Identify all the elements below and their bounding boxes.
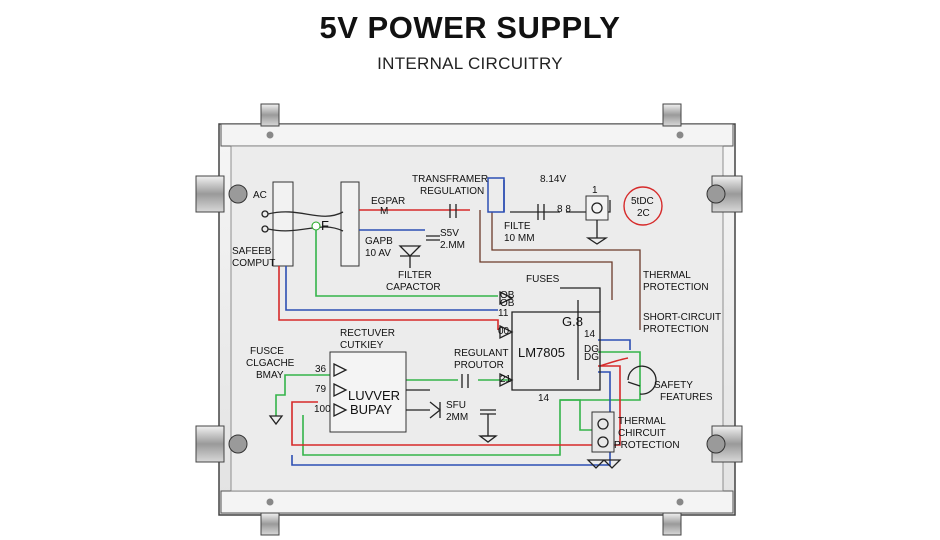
label-regulant: REGULANT bbox=[454, 348, 508, 359]
label-100: 100 bbox=[314, 404, 331, 415]
label-luvver: LUVVER bbox=[348, 388, 400, 403]
label-rectuver: RECTUVER bbox=[340, 328, 395, 339]
input-terminal-block bbox=[261, 181, 360, 267]
label-capactor: CAPACTOR bbox=[386, 282, 441, 293]
label-clgache: CLGACHE bbox=[246, 358, 295, 369]
label-one: 1 bbox=[592, 185, 598, 196]
label-regulation: REGULATION bbox=[420, 186, 484, 197]
label-thermal-c: THERMAL bbox=[618, 416, 666, 427]
label-sfu: SFU bbox=[446, 400, 466, 411]
label-proutor: PROUTOR bbox=[454, 360, 504, 371]
label-bmay: BMAY bbox=[256, 370, 284, 381]
label-2mm-b: 2MM bbox=[446, 412, 468, 423]
label-m: M bbox=[380, 206, 388, 217]
label-s5v: S5V bbox=[440, 228, 459, 239]
label-14b: 14 bbox=[538, 393, 550, 404]
label-2mm: 2.MM bbox=[440, 240, 465, 251]
components bbox=[268, 177, 663, 469]
diagram-title: 5V POWER SUPPLY bbox=[319, 10, 621, 45]
label-comput: COMPUT bbox=[232, 258, 275, 269]
label-36: 36 bbox=[315, 364, 327, 375]
label-g8: G.8 bbox=[562, 314, 583, 329]
label-11: 11 bbox=[498, 308, 509, 319]
label-79: 79 bbox=[315, 384, 327, 395]
label-fuses: FUSES bbox=[526, 274, 560, 285]
label-safety: SAFETY bbox=[654, 380, 693, 391]
label-egpar: EGPAR bbox=[371, 196, 405, 207]
label-chircuit: CHIRCUIT bbox=[618, 428, 666, 439]
label-ac: AC bbox=[253, 190, 267, 201]
label-transframer: TRANSFRAMER bbox=[412, 174, 488, 185]
mounting-posts bbox=[195, 103, 743, 536]
label-ob2: OB bbox=[500, 298, 515, 309]
label-e8: 8 8 bbox=[557, 204, 571, 215]
label-short-protection: PROTECTION bbox=[643, 324, 709, 335]
label-14a: 14 bbox=[584, 329, 596, 340]
circuit-labels: AC F SAFEEB COMPUT EGPAR M GAPB 10 AV S5… bbox=[232, 174, 721, 451]
label-gapb: GAPB bbox=[365, 236, 393, 247]
label-dg1: DG bbox=[584, 344, 599, 355]
label-21: 21 bbox=[500, 374, 512, 385]
label-filter: FILTER bbox=[398, 270, 432, 281]
wires bbox=[275, 180, 641, 466]
label-features: FEATURES bbox=[660, 392, 713, 403]
label-814v: 8.14V bbox=[540, 174, 566, 185]
label-cutkiey: CUTKIEY bbox=[340, 340, 384, 351]
label-fusce: FUSCE bbox=[250, 346, 284, 357]
label-short-circuit: SHORT-CIRCUIT bbox=[643, 312, 721, 323]
label-bupay: BUPAY bbox=[350, 402, 392, 417]
label-lm7805: LM7805 bbox=[518, 345, 565, 360]
label-dg2: DG bbox=[584, 352, 599, 363]
label-10av: 10 AV bbox=[365, 248, 391, 259]
label-protection-c: PROTECTION bbox=[614, 440, 680, 451]
label-10mm: 10 MM bbox=[504, 233, 535, 244]
label-filte: FILTE bbox=[504, 221, 531, 232]
label-ob1: OB bbox=[500, 290, 515, 301]
label-thermal: THERMAL bbox=[643, 270, 691, 281]
label-5tdc: 5tDC bbox=[631, 196, 654, 207]
label-2c: 2C bbox=[637, 208, 650, 219]
label-f: F bbox=[321, 218, 329, 233]
label-thermal-protection: PROTECTION bbox=[643, 282, 709, 293]
diagram-subtitle: INTERNAL CIRCUITRY bbox=[377, 54, 563, 73]
label-00: 00 bbox=[498, 326, 510, 337]
label-safeeb: SAFEEB bbox=[232, 246, 272, 257]
